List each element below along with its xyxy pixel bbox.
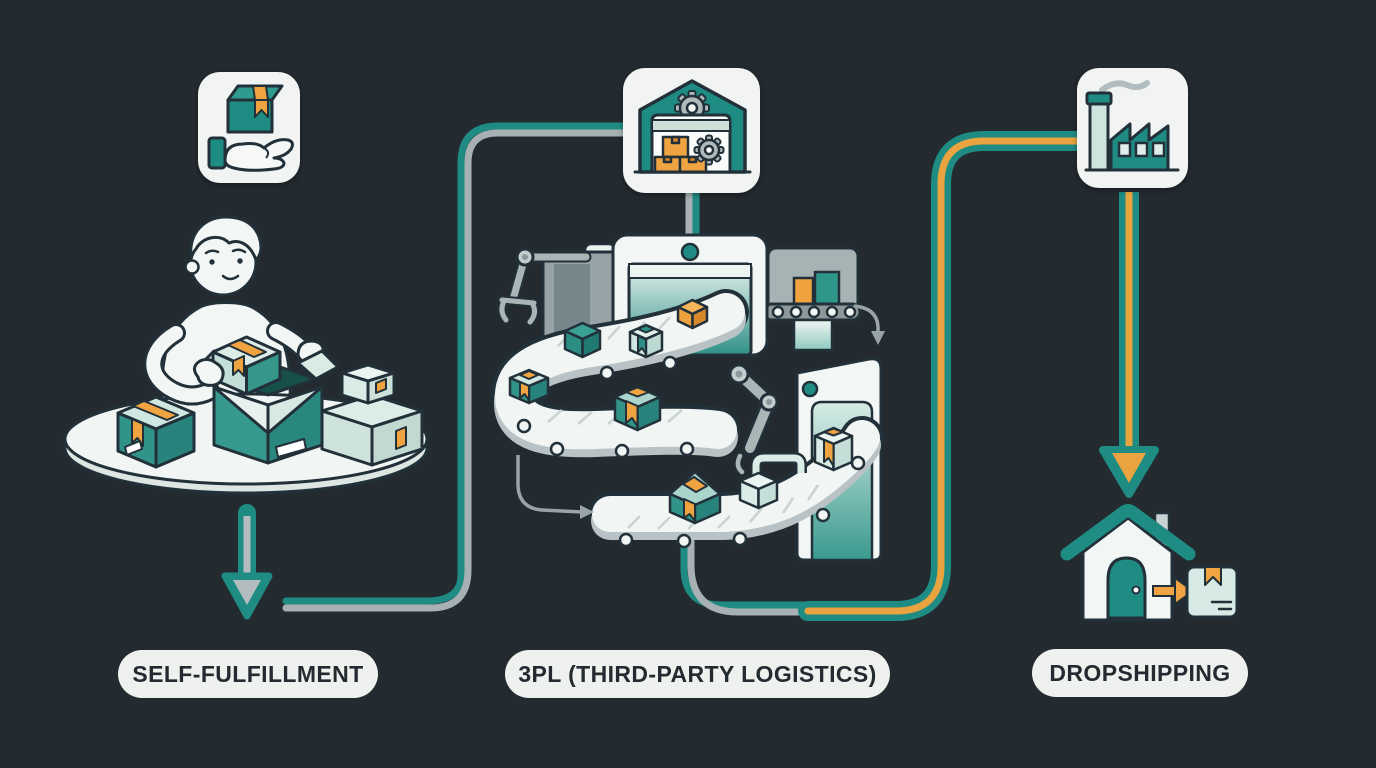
label-pill-dropshipping: DROPSHIPPING	[1032, 649, 1248, 697]
door-knob	[1131, 585, 1141, 595]
connector-warehouse-to-seller	[282, 122, 627, 612]
connector-factory-to-3pl	[798, 131, 1087, 621]
robot-arm-icon	[728, 363, 779, 477]
lower-belt-boxes	[668, 426, 854, 525]
person-packing-illustration	[63, 215, 429, 495]
icon-card-self-fulfillment	[198, 72, 300, 183]
lower-conveyor-belt	[588, 416, 884, 549]
warehouse-gears-icon	[633, 79, 752, 174]
sorting-machine	[762, 246, 862, 352]
label-pill-self-fulfillment: SELF-FULFILLMENT	[118, 650, 378, 698]
sealed-box-left	[116, 395, 196, 469]
arrow-down-dropshipping	[1099, 192, 1159, 498]
flow-arrow-left-icon	[516, 455, 594, 519]
factory-icon	[1084, 80, 1180, 172]
parcel-box	[1185, 565, 1239, 619]
house-door	[1106, 556, 1147, 620]
label-self-fulfillment: SELF-FULFILLMENT	[132, 660, 364, 687]
hand-holding-box-icon	[207, 84, 294, 172]
arrow-down-self-fulfillment	[221, 504, 273, 620]
held-box	[211, 335, 282, 396]
house-roof	[1060, 504, 1196, 561]
robot-arm-icon	[497, 247, 592, 327]
box-stack-right	[320, 363, 424, 467]
connector-3pl-bottom	[680, 537, 818, 616]
package-out-arrow-icon	[1152, 577, 1194, 605]
icon-card-dropshipping	[1077, 68, 1188, 188]
label-3pl: 3PL (THIRD-PARTY LOGISTICS)	[518, 660, 877, 687]
icon-card-3pl	[623, 68, 760, 193]
label-pill-3pl: 3PL (THIRD-PARTY LOGISTICS)	[505, 650, 890, 698]
person-hand	[193, 357, 225, 387]
house-delivery-illustration	[1060, 504, 1239, 622]
label-dropshipping: DROPSHIPPING	[1049, 659, 1231, 686]
gear-icon	[693, 134, 725, 166]
flow-arrow-right-icon	[853, 304, 885, 345]
conveyor-boxes	[508, 298, 709, 432]
warehouse-conveyor-illustration	[490, 233, 885, 562]
